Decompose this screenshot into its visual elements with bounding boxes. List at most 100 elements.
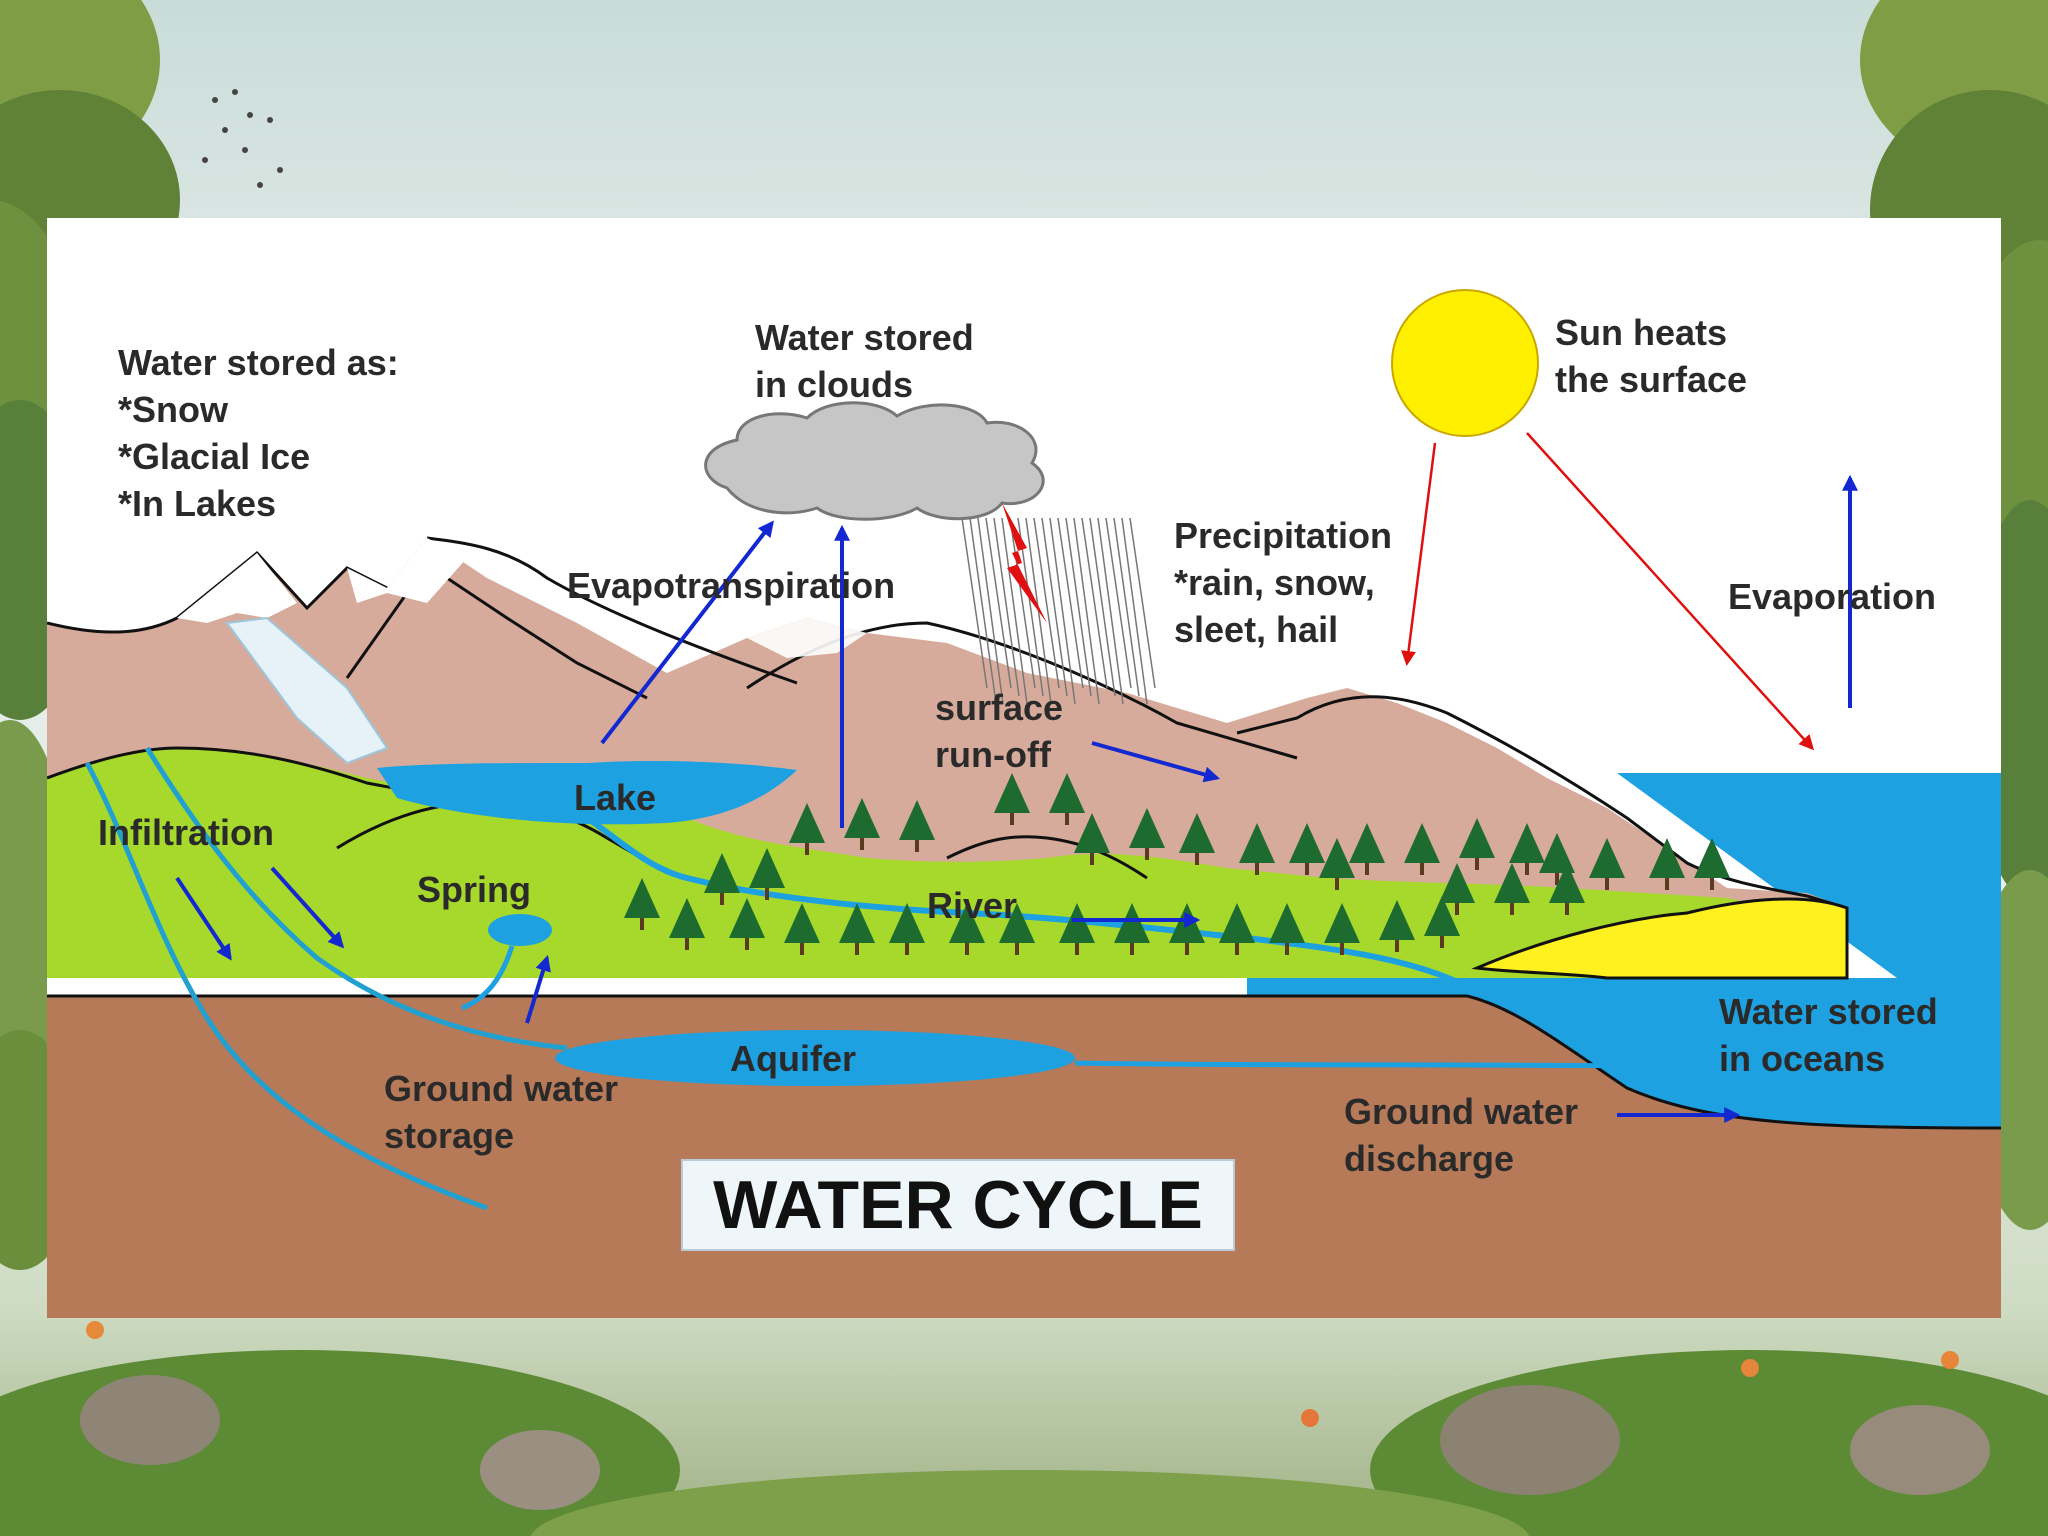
rain-cloud xyxy=(704,401,1045,521)
rain-streak xyxy=(993,517,1020,697)
ground-water-discharge-label: Ground water discharge xyxy=(1344,1091,1588,1179)
tree xyxy=(949,903,985,943)
sun-to-ocean-arrow xyxy=(1526,432,1815,751)
flying-birds xyxy=(202,89,283,188)
tree xyxy=(1059,903,1095,943)
tree-trunk xyxy=(1285,943,1289,955)
rain-streaks xyxy=(961,517,1156,705)
tree-trunk xyxy=(1340,943,1344,955)
snow-caps xyxy=(177,538,867,658)
blue-process-arrows xyxy=(175,474,1858,1123)
rain-streak xyxy=(969,517,996,697)
tree-trunk xyxy=(1195,853,1199,865)
tree-trunk xyxy=(1510,903,1514,915)
rain-streak xyxy=(1001,517,1028,705)
rain-streak xyxy=(1113,517,1140,697)
tree xyxy=(1649,838,1685,878)
tree xyxy=(1509,823,1545,863)
tree-trunk xyxy=(1455,903,1459,915)
water-stored-as-label: Water stored as: *Snow *Glacial Ice *In … xyxy=(118,342,409,524)
foreground-bushes-and-rocks xyxy=(0,1321,2048,1536)
tree xyxy=(1319,838,1355,878)
beach-sand xyxy=(1471,897,1849,980)
spring-up-arrow xyxy=(525,954,551,1024)
tree xyxy=(1129,808,1165,848)
tree xyxy=(1589,838,1625,878)
glacier xyxy=(225,616,389,765)
rain-streak xyxy=(1033,517,1060,689)
tree-trunk xyxy=(1475,858,1479,870)
evaporation-label: Evaporation xyxy=(1728,576,1936,617)
tree-trunk xyxy=(1605,878,1609,890)
ground-surface-line xyxy=(47,994,2001,1130)
tree xyxy=(1324,903,1360,943)
rain-streak xyxy=(1105,517,1132,689)
tree xyxy=(1424,896,1460,936)
tree-trunk xyxy=(1440,936,1444,948)
clouds-label: Water stored in clouds xyxy=(755,317,984,405)
tree-trunk xyxy=(1145,848,1149,860)
evapotranspiration-label: Evapotranspiration xyxy=(567,565,895,606)
aquifer xyxy=(555,1030,1075,1086)
lake-label: Lake xyxy=(574,777,656,818)
tree-trunk xyxy=(1420,863,1424,875)
spring-pool xyxy=(488,914,552,946)
tree-trunk xyxy=(1015,943,1019,955)
tree xyxy=(1549,863,1585,903)
ground-water-storage-label: Ground water storage xyxy=(384,1068,628,1156)
tree xyxy=(844,798,880,838)
tree xyxy=(1349,823,1385,863)
tree xyxy=(1179,813,1215,853)
tree-trunk xyxy=(1235,943,1239,955)
diagram-title: WATER CYCLE xyxy=(713,1167,1203,1243)
rain-streak xyxy=(985,517,1012,689)
spring-feed xyxy=(461,945,515,1011)
tree xyxy=(669,898,705,938)
water-cycle-diagram: Water stored as: *Snow *Glacial Ice *In … xyxy=(47,218,2001,1318)
evapotranspiration-arrow-1 xyxy=(600,520,774,745)
rain-streak xyxy=(977,517,1004,705)
forest-trees xyxy=(624,773,1730,955)
rain-streak xyxy=(1057,517,1084,689)
surface-runoff-label: surface run-off xyxy=(935,687,1073,775)
oceans-label: Water stored in oceans xyxy=(1719,991,1948,1079)
tree-trunk xyxy=(685,938,689,950)
tree xyxy=(999,903,1035,943)
tree xyxy=(1439,863,1475,903)
tree-trunk xyxy=(745,938,749,950)
tree xyxy=(1539,833,1575,873)
tree-trunk xyxy=(1255,863,1259,875)
tree xyxy=(1289,823,1325,863)
tree xyxy=(624,878,660,918)
tree-trunk xyxy=(1130,943,1134,955)
tree xyxy=(749,848,785,888)
title-box xyxy=(681,1159,1235,1251)
tree xyxy=(899,800,935,840)
rain-streak xyxy=(1081,517,1108,689)
tree xyxy=(1049,773,1085,813)
rain-streak xyxy=(1129,517,1156,689)
tree-trunk xyxy=(1090,853,1094,865)
tree-trunk xyxy=(1185,943,1189,955)
tree-trunk xyxy=(915,840,919,852)
tree-trunk xyxy=(1075,943,1079,955)
rain-streak xyxy=(1089,517,1116,697)
tree xyxy=(1219,903,1255,943)
tree xyxy=(729,898,765,938)
tree-trunk xyxy=(1365,863,1369,875)
tree-trunk xyxy=(1010,813,1014,825)
tree xyxy=(1459,818,1495,858)
tree xyxy=(1114,903,1150,943)
ground-soil xyxy=(47,996,2001,1318)
tree xyxy=(784,903,820,943)
tree xyxy=(1404,823,1440,863)
tree xyxy=(704,853,740,893)
rain-streak xyxy=(1041,517,1068,697)
sun-to-mountain-arrow xyxy=(1401,442,1437,666)
tree-trunk xyxy=(765,888,769,900)
tree-trunk xyxy=(1305,863,1309,875)
lightning-bolt xyxy=(1002,503,1047,623)
tree-trunk xyxy=(1565,903,1569,915)
infiltration-paths xyxy=(84,746,568,1211)
tree-trunk xyxy=(1335,878,1339,890)
